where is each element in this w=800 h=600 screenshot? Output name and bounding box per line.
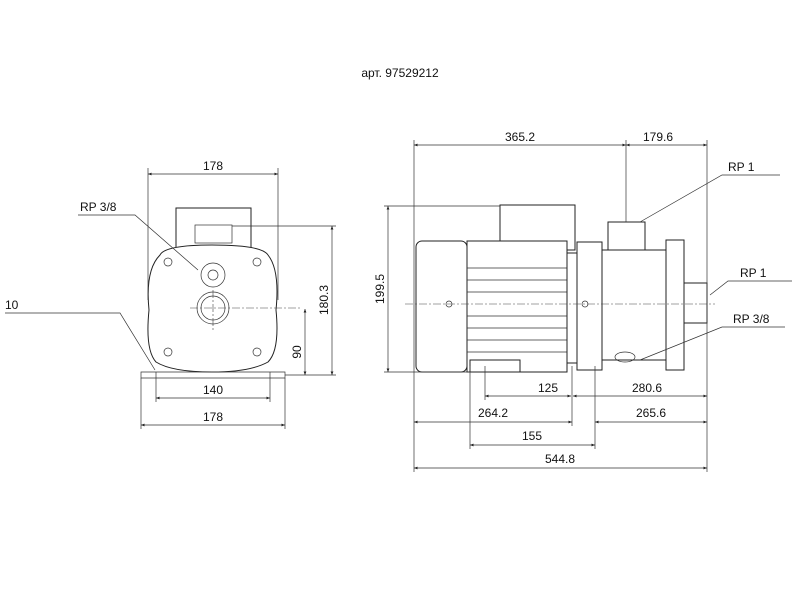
- side-view: 365.2 179.6 199.5 125 280.6 264.2 265.6 …: [373, 130, 792, 472]
- dim-280-6: 280.6: [632, 381, 662, 395]
- pump-body-front: [147, 244, 278, 373]
- drawing-title: арт. 97529212: [361, 66, 439, 80]
- label-inlet-port: RP 1: [740, 266, 767, 280]
- label-drain-port-front: RP 3/8: [80, 200, 117, 214]
- front-view: 178 180.3 90 140 178 10 RP 3/8: [5, 159, 336, 429]
- dim-265-6: 265.6: [636, 406, 666, 420]
- fan-cover: [415, 240, 468, 373]
- dim-foot-spacing: 140: [203, 383, 223, 397]
- label-drain-port-side: RP 3/8: [733, 312, 770, 326]
- pump-housing: [601, 249, 667, 361]
- dim-height: 199.5: [373, 274, 387, 304]
- dim-width-top: 178: [203, 159, 223, 173]
- outlet-port: [607, 221, 646, 253]
- dim-155: 155: [522, 429, 542, 443]
- terminal-box: [175, 207, 252, 249]
- motor-body: [466, 240, 568, 373]
- dim-total-length: 544.8: [545, 452, 575, 466]
- dim-foot-thickness: 10: [5, 298, 19, 312]
- dim-length-motor: 365.2: [505, 130, 535, 144]
- dim-height-total: 180.3: [317, 285, 331, 315]
- dim-height-axis: 90: [290, 345, 304, 359]
- pump-end-flange: [665, 239, 685, 371]
- dim-foot-width: 178: [203, 410, 223, 424]
- label-outlet-port: RP 1: [728, 160, 755, 174]
- motor-flange: [576, 241, 603, 371]
- dim-125: 125: [538, 381, 558, 395]
- dim-length-pump: 179.6: [643, 130, 673, 144]
- dim-264-2: 264.2: [478, 406, 508, 420]
- inlet-port: [683, 282, 708, 324]
